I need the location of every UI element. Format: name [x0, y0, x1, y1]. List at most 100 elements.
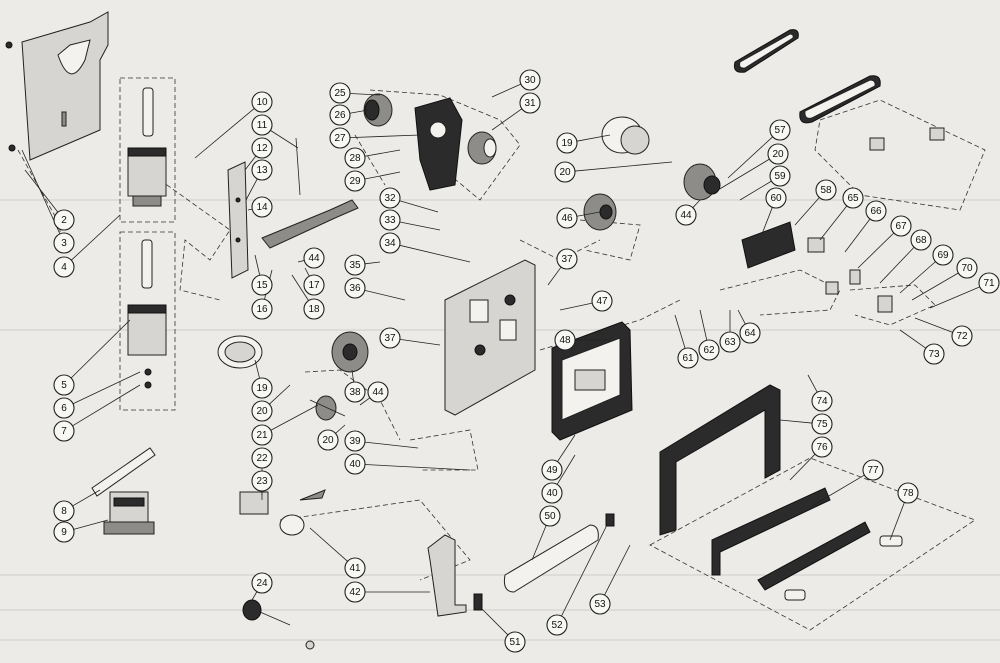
leader-line — [914, 317, 953, 333]
callout-27: 27 — [329, 127, 351, 149]
leader-line — [779, 419, 813, 424]
leader-line — [399, 244, 471, 263]
leader-line — [789, 453, 816, 481]
callout-number: 78 — [902, 488, 914, 499]
callout-number: 32 — [384, 193, 396, 204]
callout-number: 11 — [257, 120, 268, 131]
callout-72: 72 — [951, 325, 973, 347]
callout-69: 69 — [932, 244, 954, 266]
callout-70: 70 — [956, 257, 978, 279]
leader-line — [359, 397, 371, 406]
callout-77: 77 — [862, 459, 884, 481]
callout-23: 23 — [251, 470, 273, 492]
callout-10: 10 — [251, 91, 273, 113]
callout-57: 57 — [769, 119, 791, 141]
callout-number: 20 — [322, 435, 334, 446]
callout-41: 41 — [344, 557, 366, 579]
callout-26: 26 — [329, 104, 351, 126]
callout-38: 38 — [344, 381, 366, 403]
callout-number: 68 — [915, 235, 927, 246]
callout-number: 49 — [546, 465, 558, 476]
leader-line — [491, 108, 523, 131]
callout-46: 46 — [556, 207, 578, 229]
callout-25: 25 — [329, 82, 351, 104]
callout-number: 42 — [349, 587, 361, 598]
callout-number: 17 — [308, 280, 320, 291]
leader-line — [531, 525, 547, 561]
callout-5: 5 — [53, 374, 75, 396]
callout-59: 59 — [769, 165, 791, 187]
callout-36: 36 — [344, 277, 366, 299]
callout-19: 19 — [251, 377, 273, 399]
leader-line — [24, 169, 59, 213]
callout-29: 29 — [344, 170, 366, 192]
callout-19: 19 — [556, 132, 578, 154]
leader-line — [794, 197, 820, 226]
callout-number: 76 — [816, 442, 828, 453]
callout-number: 26 — [334, 110, 346, 121]
callout-number: 58 — [820, 185, 832, 196]
leader-line — [351, 369, 355, 383]
leader-line — [761, 207, 773, 235]
callout-labels: 2345678910111213141516171819202122232425… — [53, 69, 1000, 653]
callout-20: 20 — [251, 400, 273, 422]
leader-line — [727, 136, 773, 179]
callout-number: 40 — [349, 459, 361, 470]
callout-30: 30 — [519, 69, 541, 91]
callout-number: 27 — [334, 133, 346, 144]
callout-number: 65 — [847, 193, 859, 204]
leader-line — [244, 155, 257, 171]
callout-21: 21 — [251, 424, 273, 446]
callout-12: 12 — [251, 137, 273, 159]
callout-20: 20 — [554, 161, 576, 183]
mounting-plate — [21, 11, 109, 161]
callout-68: 68 — [910, 229, 932, 251]
callout-number: 72 — [956, 331, 968, 342]
callout-18: 18 — [303, 298, 325, 320]
leader-line — [844, 218, 871, 253]
callout-number: 22 — [256, 453, 268, 464]
leader-line — [72, 489, 101, 507]
rod-part — [91, 447, 156, 497]
callout-20: 20 — [767, 143, 789, 165]
callout-number: 6 — [61, 403, 67, 414]
leader-line — [71, 214, 121, 261]
callout-2: 2 — [53, 209, 75, 231]
leader-line — [269, 384, 291, 405]
callout-34: 34 — [379, 232, 401, 254]
leader-line — [739, 180, 772, 201]
leader-line — [73, 519, 109, 530]
leader-line — [911, 272, 959, 301]
callout-51: 51 — [504, 631, 526, 653]
callout-16: 16 — [251, 298, 273, 320]
callout-22: 22 — [251, 447, 273, 469]
callout-67: 67 — [890, 215, 912, 237]
callout-number: 64 — [744, 328, 756, 339]
callout-number: 20 — [256, 406, 268, 417]
callout-number: 53 — [594, 599, 606, 610]
leader-line — [491, 83, 522, 98]
callout-number: 12 — [256, 143, 268, 154]
callout-number: 44 — [372, 387, 384, 398]
callout-number: 10 — [256, 97, 268, 108]
leader-line — [576, 211, 601, 217]
callout-4: 4 — [53, 256, 75, 278]
leader-line — [717, 158, 770, 191]
callout-8: 8 — [53, 500, 75, 522]
callout-number: 25 — [334, 88, 346, 99]
callout-number: 39 — [349, 436, 361, 447]
callout-35: 35 — [344, 254, 366, 276]
leader-line — [399, 200, 439, 213]
leader-line — [889, 502, 905, 541]
roller-tube — [503, 524, 599, 593]
callout-number: 44 — [680, 210, 692, 221]
callout-number: 34 — [384, 238, 396, 249]
callout-number: 60 — [770, 193, 782, 204]
callout-15: 15 — [251, 274, 273, 296]
leader-line — [692, 199, 701, 208]
callout-number: 77 — [867, 465, 879, 476]
callout-number: 19 — [256, 383, 268, 394]
callout-75: 75 — [811, 413, 833, 435]
leader-line — [270, 404, 319, 431]
